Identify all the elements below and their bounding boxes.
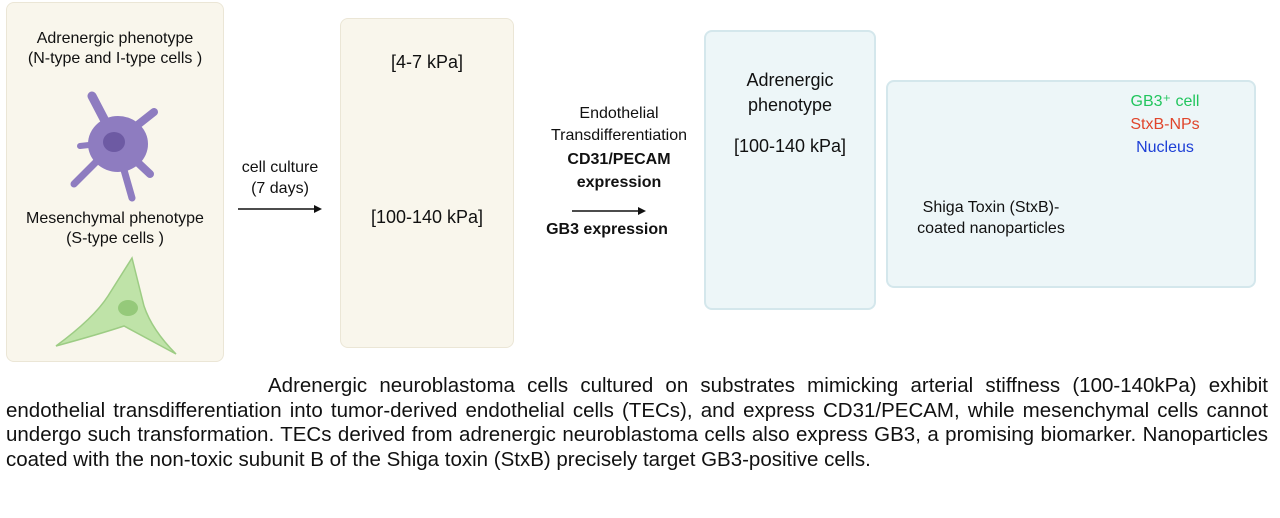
endothelial-label: Endothelial <box>579 105 659 122</box>
cd31-pecam-label: CD31/PECAM <box>567 151 671 168</box>
substrate-panel <box>340 18 514 348</box>
adrenergic-label: Adrenergic <box>746 70 834 90</box>
adrenergic-cell-types-label: (N-type and I-type cells ) <box>27 50 203 67</box>
gb3-expression-label: GB3 expression <box>546 221 668 238</box>
figure-caption: Adrenergic neuroblastoma cells cultured … <box>6 374 1268 472</box>
soft-substrate-label: [4-7 kPa] <box>390 52 464 72</box>
mesenchymal-phenotype-label: Mesenchymal phenotype <box>26 210 204 227</box>
phenotype-label: phenotype <box>747 95 833 115</box>
legend-nucleus: Nucleus <box>1136 139 1194 156</box>
legend-stxb-nps: StxB-NPs <box>1130 116 1200 133</box>
adrenergic-phenotype-label: Adrenergic phenotype <box>36 30 194 47</box>
caption-text: Adrenergic neuroblastoma cells cultured … <box>6 374 1268 471</box>
legend-gb3-cell: GB3⁺ cell <box>1130 93 1200 110</box>
mesenchymal-cell-icon <box>55 256 177 355</box>
coated-nanoparticles-label: coated nanoparticles <box>917 220 1065 237</box>
targeting-panel <box>886 80 1256 288</box>
stiff-substrate-label: [100-140 kPa] <box>370 207 484 227</box>
stiffness-label: [100-140 kPa] <box>733 136 847 156</box>
culture-arrow <box>238 205 322 213</box>
transdifferentiation-label: Transdifferentiation <box>550 127 688 144</box>
adrenergic-cell-icon <box>70 91 158 202</box>
mesenchymal-cell-types-label: (S-type cells ) <box>66 230 164 247</box>
culture-label: cell culture <box>241 159 319 176</box>
shiga-toxin-label: Shiga Toxin (StxB)- <box>922 199 1060 216</box>
expression-label: expression <box>576 174 662 191</box>
culture-duration-label: (7 days) <box>251 180 309 197</box>
transdifferentiation-arrow <box>572 207 646 215</box>
adrenergic-result-panel <box>704 30 876 310</box>
